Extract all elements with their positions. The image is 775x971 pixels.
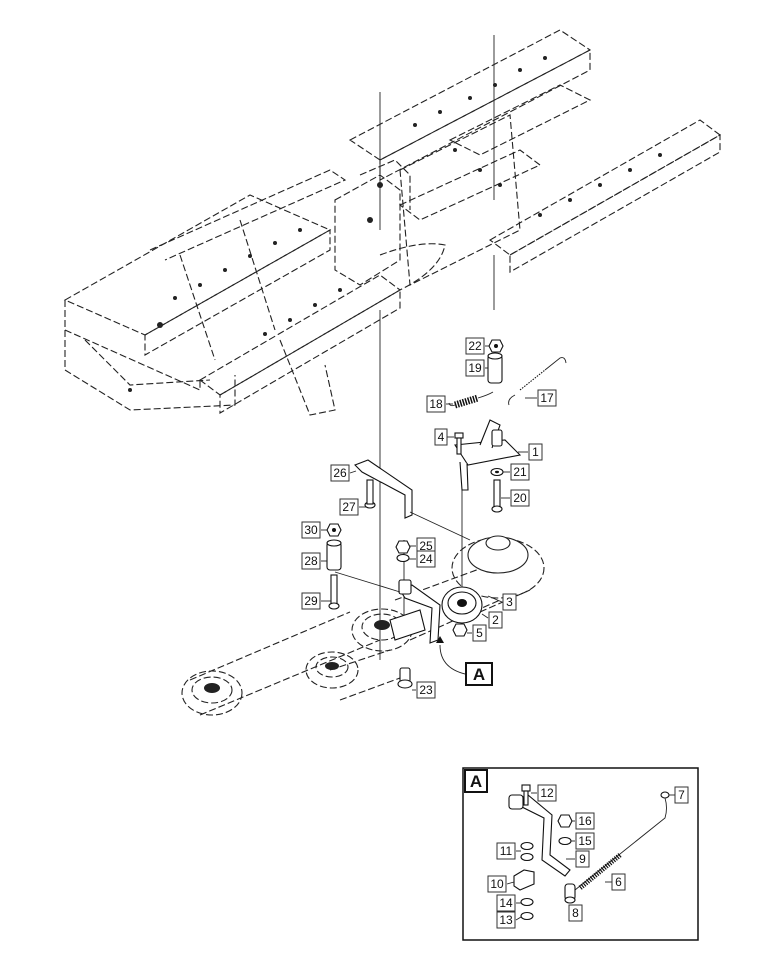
part-2-pulley (441, 586, 483, 624)
leader-arrows (334, 511, 471, 676)
callout-4: 4 (438, 430, 445, 444)
callout-12: 12 (540, 786, 554, 800)
frame-holes (128, 56, 662, 392)
callout-16: 16 (578, 814, 592, 828)
part-20-bolt (491, 479, 503, 513)
alignment-lines (379, 35, 495, 660)
callout-1: 1 (532, 445, 539, 459)
callout-19: 19 (468, 361, 482, 375)
part-19-spacer (487, 352, 503, 384)
part-25-nut (395, 540, 411, 554)
callout-24: 24 (419, 552, 433, 566)
part-4-bolt (454, 432, 464, 455)
callout-27: 27 (342, 500, 356, 514)
callout-21: 21 (513, 465, 527, 479)
callout-23: 23 (419, 683, 433, 697)
callout-18: 18 (429, 397, 443, 411)
part-5-nut (452, 623, 468, 637)
callouts-inset: 12 7 16 15 9 11 10 6 14 (487, 784, 689, 929)
callout-26: 26 (333, 466, 347, 480)
part-23-bolt (397, 667, 413, 689)
callout-6: 6 (615, 875, 622, 889)
detail-inset: A 12 7 (462, 767, 699, 941)
callout-14: 14 (499, 896, 513, 910)
callouts-main: 22 19 17 18 4 1 21 20 26 27 (301, 337, 557, 699)
callout-7: 7 (678, 788, 685, 802)
detail-inset-label: A (470, 772, 482, 791)
idler-bracket (389, 579, 441, 644)
part-26-bracket (354, 459, 413, 519)
callout-2: 2 (492, 613, 499, 627)
engine-pulley (451, 535, 545, 599)
callout-13: 13 (499, 913, 513, 927)
part-28-spacer (326, 539, 342, 571)
part-18-spring (448, 391, 494, 409)
part-1-idler-arm (454, 419, 522, 491)
part-30-nut (326, 523, 342, 537)
part-22-nut (488, 339, 504, 353)
callout-29: 29 (304, 594, 318, 608)
part-17-spring (508, 357, 567, 406)
callout-20: 20 (513, 491, 527, 505)
detail-pointer: A (465, 662, 493, 686)
callout-28: 28 (304, 554, 318, 568)
callout-3: 3 (506, 595, 513, 609)
pulley-mid (305, 651, 359, 689)
callout-11: 11 (500, 844, 513, 858)
callout-10: 10 (490, 877, 504, 891)
callout-17: 17 (540, 391, 554, 405)
chassis-frame (63, 29, 721, 416)
callout-25: 25 (419, 539, 433, 553)
part-29-bolt (328, 574, 340, 610)
part-21-washer (490, 467, 504, 477)
callout-15: 15 (578, 834, 592, 848)
part-27-bolt (364, 479, 376, 509)
callout-5: 5 (476, 626, 483, 640)
pulley-left (181, 670, 243, 716)
detail-pointer-label: A (473, 665, 485, 684)
callout-8: 8 (572, 906, 579, 920)
callout-22: 22 (468, 339, 482, 353)
part-24-washer (396, 553, 410, 563)
callout-9: 9 (579, 852, 586, 866)
callout-30: 30 (304, 523, 318, 537)
